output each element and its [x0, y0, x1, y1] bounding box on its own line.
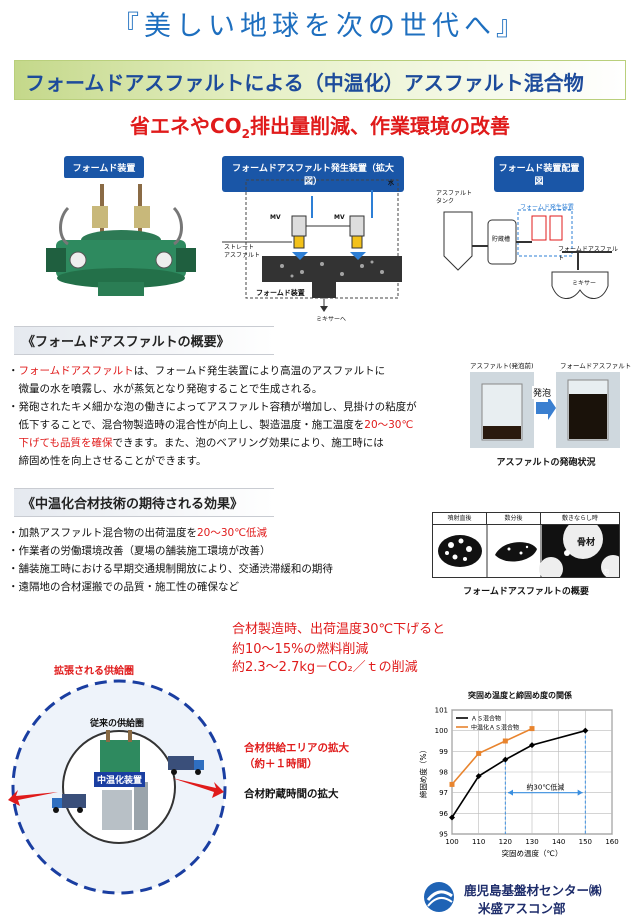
foam-header-3: 敷きならし時	[561, 515, 598, 522]
reduction-arrowhead-left	[508, 789, 513, 796]
series-point-2	[449, 781, 455, 787]
mv-label-2: MV	[334, 214, 345, 221]
y-tick-label: 96	[439, 810, 448, 818]
warm-mix-device-label: 中温化装置	[94, 772, 146, 787]
s1-line-1: ・フォームドアスファルトは、フォームド発生装置により高温のアスファルトに	[8, 365, 386, 377]
s2-line-3: ・舗装施工時における早期交通規制開放により、交通渋滞緩和の期待	[8, 563, 333, 575]
x-tick-label: 150	[579, 838, 592, 846]
supply-hours-note: （約＋１時間）	[244, 758, 318, 770]
storage-time-note: 合材貯蔵時間の拡大	[244, 788, 339, 800]
s2-line-2: ・作業者の労働環境改善（夏場の舗装施工環境が改善）	[8, 545, 271, 557]
foam-header-1: 噴射直後	[433, 513, 487, 524]
legend-label-2: 中温化ＡＳ混合物	[471, 724, 519, 732]
foamed-label: フォームドアスファルト	[558, 246, 618, 262]
foamed-device-label: フォームド装置	[64, 156, 144, 179]
straight-asphalt-label: ストレート アスファルト	[224, 244, 261, 259]
section2-body: ・加熱アスファルト混合物の出荷温度を20～30℃低減 ・作業者の労働環境改善（夏…	[8, 524, 428, 596]
foam-header-2: 数分後	[487, 513, 541, 524]
compaction-chart: 100 110 120 130 140 150 160 95 96 97 98 99 100 101 約30…	[418, 707, 619, 859]
x-tick-label: 110	[472, 838, 485, 846]
mv-label-1: MV	[270, 214, 281, 221]
legend-label-1: ＡＳ混合物	[471, 715, 501, 723]
generator-diagram-label: フォームドアスファルト発生装置（拡大図）	[222, 156, 404, 192]
series-point-1	[582, 727, 589, 734]
section1-body: ・フォームドアスファルトは、フォームド発生装置により高温のアスファルトに 微量の…	[8, 362, 456, 470]
company-logo	[424, 882, 454, 912]
subtitle-part2: 排出量削減、作業環境の改善	[250, 114, 511, 138]
generator-label: フォームド発生装置	[520, 204, 574, 211]
series-point-2	[529, 726, 535, 732]
y-tick-label: 95	[439, 831, 448, 839]
series-point-2	[502, 738, 508, 744]
foam-figure-caption: フォームドアスファルトの概要	[463, 587, 589, 597]
mixer-label: ミキサー	[572, 280, 597, 287]
effect-line-1: 合材製造時、出荷温度30℃下げると	[232, 622, 446, 637]
y-tick-label: 97	[439, 789, 448, 797]
s1-line-3: ・発砲されたキメ細かな泡の働きによってアスファルト容積が増加し、見掛けの粘度が	[8, 401, 417, 413]
subtitle: 省エネやCO2排出量削減、作業環境の改善	[0, 110, 640, 141]
series-point-1	[449, 814, 455, 821]
mixer-direction-label: ミキサーへ	[316, 316, 347, 323]
foamed-device-photo	[38, 178, 204, 308]
x-tick-label: 160	[605, 838, 618, 846]
page-title: 『美しい地球を次の世代へ』	[112, 11, 528, 42]
chart-title: 突固め温度と締固め度の関係	[468, 691, 572, 700]
s2-line-1: ・加熱アスファルト混合物の出荷温度を20～30℃低減	[8, 527, 268, 539]
org-name-2: 米盛アスコン部	[478, 901, 566, 916]
layout-diagram-label: フォームド装置配置図	[494, 156, 584, 192]
org-name-1: 鹿児島基盤材センター㈱	[464, 883, 602, 898]
layout-diagram: アスファルト タンク 貯蔵槽 フォームド発生装置 フォームドアスファルト ミキサ…	[432, 186, 618, 306]
supply-area-diagram	[8, 679, 227, 895]
y-tick-label: 98	[439, 769, 448, 777]
y-tick-label: 99	[439, 748, 448, 756]
x-tick-label: 100	[445, 838, 458, 846]
reduction-arrowhead-right	[577, 789, 583, 796]
s1-line-2: 微量の水を噴霧し、水が蒸気となり発砲することで生成される。	[18, 383, 323, 395]
y-axis-label: 締固め度（%）	[418, 746, 428, 798]
series-point-2	[476, 750, 482, 756]
section2-title: 《中温化合材技術の期待される効果》	[14, 488, 274, 517]
water-label: 水	[388, 180, 395, 187]
foaming-arrow-label: 発泡	[532, 386, 553, 399]
foam-label: 泡	[603, 569, 610, 576]
photo-left-label: アスファルト(発泡前)	[470, 362, 534, 370]
series-point-1	[502, 756, 509, 763]
photo-right-label: フォームドアスファルト	[560, 362, 632, 370]
supply-area-note: 合材供給エリアの拡大	[244, 742, 349, 754]
series-point-1	[475, 773, 482, 780]
series-line-2	[451, 727, 533, 785]
x-tick-label: 130	[525, 838, 538, 846]
beaker-photos	[470, 372, 620, 448]
y-tick-label: 100	[435, 727, 448, 735]
effect-line-3: 約2.3～2.7kg－CO₂／ｔの削減	[232, 660, 418, 675]
generator-diagram: MV MV 水 ストレート アスファルト フォームド装置 ミキサーへ	[222, 176, 408, 323]
device-label: フォームド装置	[256, 289, 305, 297]
conventional-area-label: 従来の供給圏	[90, 719, 145, 729]
x-tick-label: 120	[499, 838, 512, 846]
headline-band: フォームドアスファルトによる（中温化）アスファルト混合物	[14, 60, 626, 100]
subtitle-part1: 省エネやCO	[129, 114, 242, 138]
x-tick-label: 140	[552, 838, 565, 846]
subtitle-subscript: 2	[241, 127, 251, 141]
supply-area-title: 拡張される供給圏	[54, 666, 134, 677]
y-tick-label: 101	[435, 707, 448, 715]
x-axis-label: 突固め温度（℃）	[502, 848, 563, 858]
s1-line-4: 低下することで、混合物製造時の混合性が向上し、製造温度・施工温度を20～30℃	[18, 419, 414, 431]
foaming-caption: アスファルトの発砲状況	[496, 458, 596, 468]
foam-figure: 噴射直後 数分後 敷きならし時 骨材 泡	[432, 512, 620, 578]
s1-line-5: 下げても品質を確保できます。また、泡のベアリング効果により、施工時には	[18, 437, 384, 449]
series-point-1	[529, 742, 535, 749]
aggregate-label: 骨材	[577, 538, 596, 548]
headline: フォームドアスファルトによる（中温化）アスファルト混合物	[25, 71, 584, 95]
reduction-annotation: 約30℃低減	[526, 783, 564, 792]
effect-line-2: 約10～15%の燃料削減	[232, 642, 369, 657]
s2-line-4: ・遠隔地の合材運搬での品質・施工性の確保など	[8, 581, 239, 593]
s1-line-6: 締固め性を向上させることができます。	[18, 455, 207, 467]
storage-label: 貯蔵槽	[492, 236, 511, 243]
section1-title: 《フォームドアスファルトの概要》	[14, 326, 274, 355]
tank-label: アスファルト タンク	[436, 190, 473, 205]
